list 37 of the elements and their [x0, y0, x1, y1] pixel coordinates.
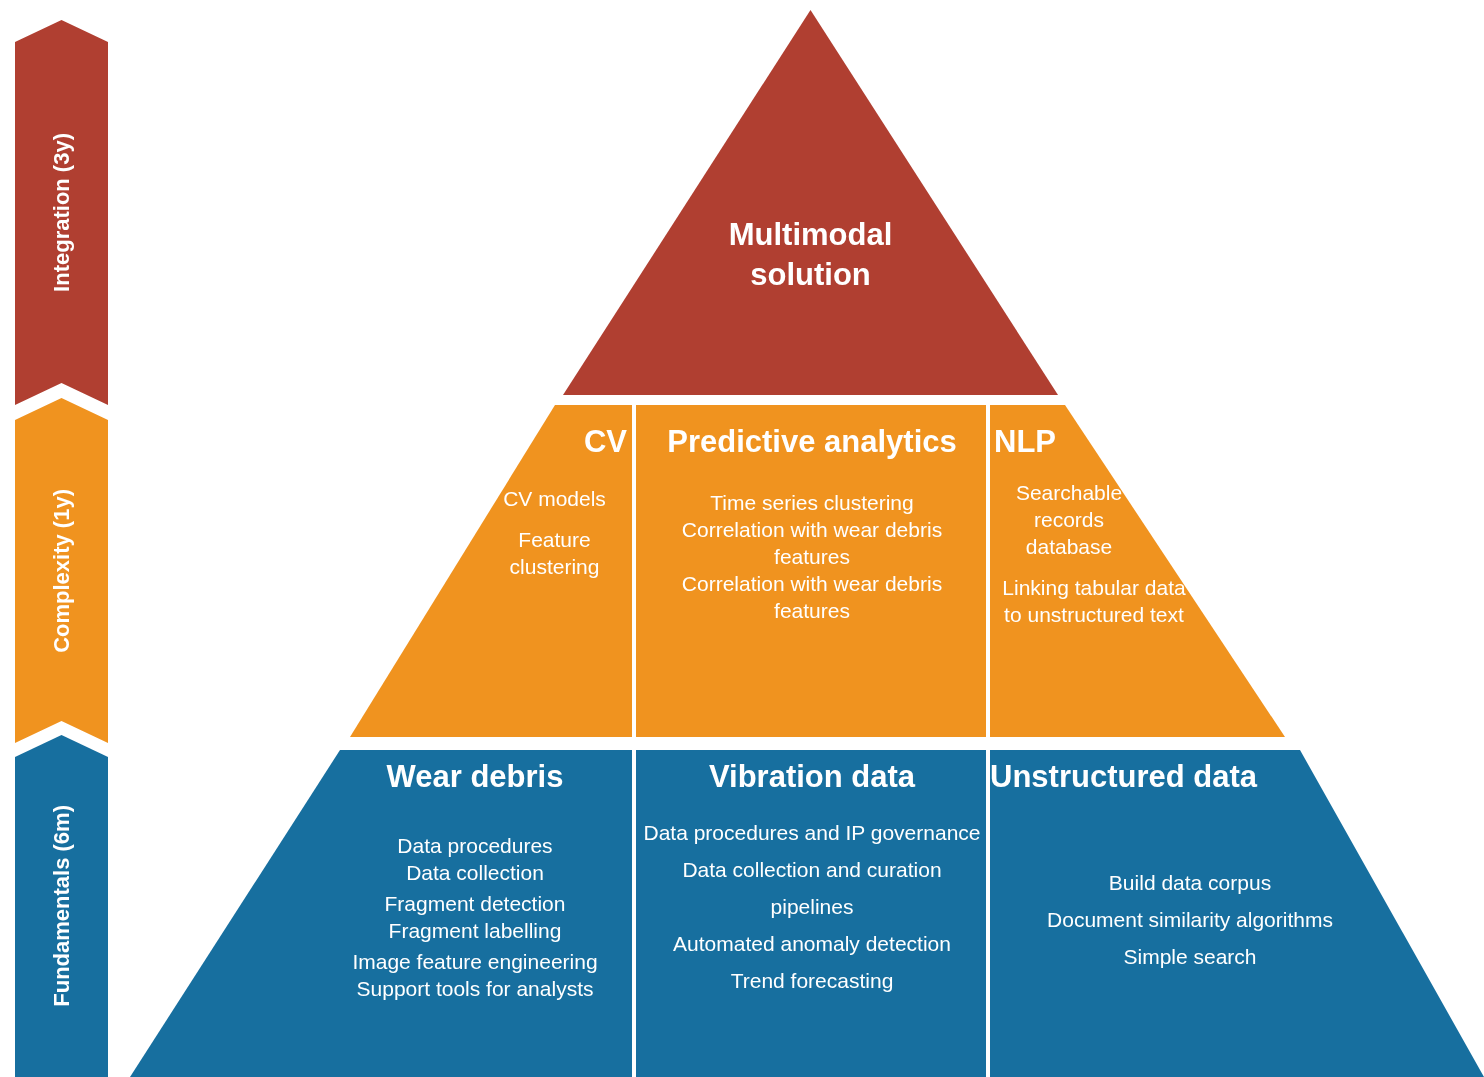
task-text: Trend forecasting: [729, 968, 895, 994]
stage-label: Fundamentals (6m): [48, 805, 75, 1007]
task-text: Data procedures and IP governance: [642, 820, 982, 846]
stage-label: Complexity (1y): [48, 488, 75, 653]
stage-band: [15, 398, 108, 743]
task-text: Linking tabular data to unstructured text: [1001, 575, 1187, 628]
task-text: Correlation with wear debris features: [680, 571, 944, 624]
pyramid-segment: [130, 750, 632, 1077]
pyramid-segment: [636, 405, 986, 737]
task-text: Data procedures: [396, 833, 554, 859]
task-text: Feature clustering: [508, 527, 601, 580]
stage-band: [15, 20, 108, 405]
section-heading: CV: [582, 423, 627, 461]
stage-band: [15, 735, 108, 1077]
apex-title: Multimodal solution: [727, 216, 894, 294]
task-text: Correlation with wear debris features: [680, 517, 944, 570]
section-heading: Wear debris: [385, 758, 565, 796]
task-text: Fragment detection: [383, 891, 567, 917]
task-text: Data collection and curation pipelines: [681, 857, 943, 920]
task-text: Time series clustering: [709, 490, 915, 516]
section-heading: Unstructured data: [990, 758, 1259, 796]
task-text: Automated anomaly detection: [672, 931, 952, 957]
section-heading: Predictive analytics: [666, 423, 958, 461]
task-text: Support tools for analysts: [355, 976, 595, 1002]
pyramid-segment: [636, 750, 986, 1077]
task-text: Build data corpus: [1107, 870, 1273, 896]
pyramid-segment: [990, 750, 1484, 1077]
section-heading: Vibration data: [707, 758, 917, 796]
section-heading: NLP: [994, 423, 1057, 461]
task-text: Searchable records database: [1014, 480, 1124, 560]
task-text: Simple search: [1122, 944, 1258, 970]
task-text: Data collection: [405, 860, 545, 886]
task-text: Image feature engineering: [351, 949, 599, 975]
task-text: CV models: [502, 486, 607, 512]
task-text: Document similarity algorithms: [1046, 907, 1334, 933]
stage-label: Integration (3y): [48, 133, 75, 292]
task-text: Fragment labelling: [387, 918, 563, 944]
